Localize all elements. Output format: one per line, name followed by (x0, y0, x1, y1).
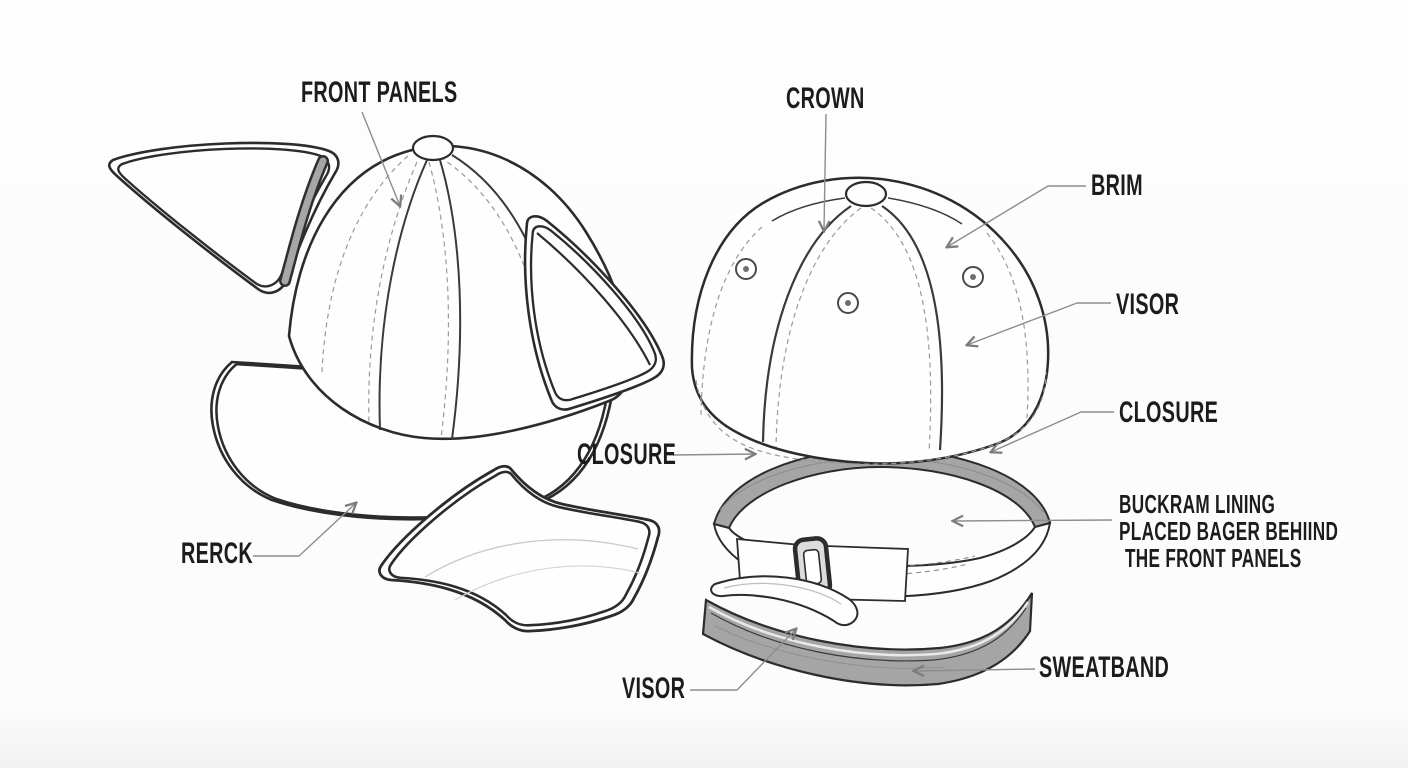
leader-front-panels (361, 111, 400, 206)
label-buckram-lining: BUCKRAM LINING PLACED BAGER BEHIIND THE … (1119, 491, 1338, 572)
visor-insert-strip-drawing (710, 575, 859, 627)
leader-rerck (253, 503, 356, 557)
label-buckram-line-3: THE FRONT PANELS (1124, 543, 1302, 573)
leader-visor-upper (967, 302, 1111, 345)
leader-crown (824, 113, 826, 231)
leader-brim (947, 185, 1086, 247)
leader-closure-left (672, 454, 755, 455)
crown-rear-view-drawing (690, 176, 1050, 465)
leader-lines (253, 111, 1114, 691)
sweatband-drawing (701, 592, 1034, 687)
label-closure-left: CLOSURE (577, 438, 677, 471)
label-sweatband: SWEATBAND (1039, 651, 1170, 684)
eyelets (735, 258, 984, 314)
front-panel-piece-left-drawing (107, 141, 340, 295)
label-brim: BRIM (1091, 169, 1143, 202)
label-visor-upper: VISOR (1116, 288, 1180, 321)
leader-sweatband (914, 669, 1036, 671)
label-buckram-line-1: BUCKRAM LINING (1119, 489, 1276, 519)
label-crown: CROWN (786, 82, 865, 115)
saddle-panel-piece-drawing (378, 464, 661, 633)
leader-visor-lower (690, 629, 796, 691)
label-front-panels: FRONT PANELS (301, 76, 458, 109)
label-closure-right: CLOSURE (1119, 396, 1219, 429)
leader-closure-right (991, 411, 1114, 452)
front-panel-piece-right-drawing (523, 215, 666, 411)
label-buckram-line-2: PLACED BAGER BEHIIND (1119, 516, 1339, 546)
label-rerck: RERCK (181, 537, 254, 570)
label-visor-lower: VISOR (622, 672, 686, 705)
leader-buckram (953, 520, 1113, 521)
